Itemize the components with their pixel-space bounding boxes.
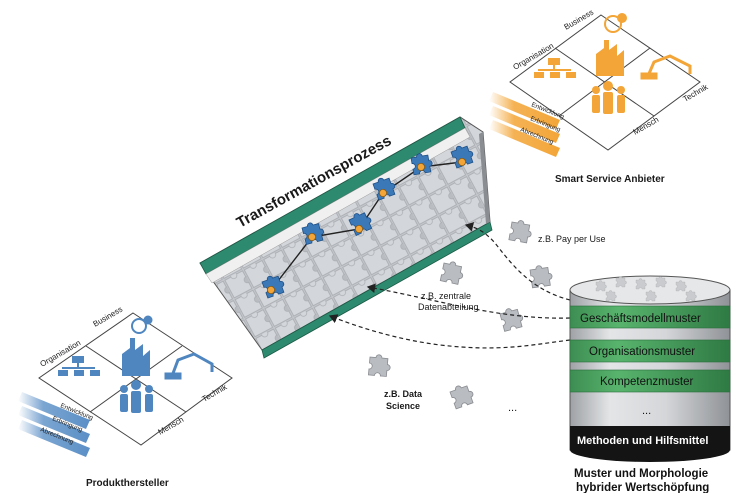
puzzle-piece-icon — [498, 305, 526, 332]
smart-service-matrix — [489, 13, 701, 157]
db-layer-kompetenzmuster: Kompetenzmuster — [600, 376, 693, 388]
puzzle-piece-icon — [448, 381, 477, 410]
factory-icon — [596, 13, 627, 76]
pattern-database — [569, 275, 731, 462]
db-caption-line1: Muster und Morphologie — [574, 468, 708, 480]
db-layer-ellipsis: ... — [642, 405, 651, 417]
example-datenabteilung-line2: Datenabteilung — [418, 302, 479, 312]
db-caption-line2: hybrider Wertschöpfung — [576, 482, 709, 493]
puzzle-piece-icon — [529, 263, 554, 289]
db-layer-geschaeftsmodellmuster: Geschäftsmodellmuster — [580, 313, 701, 325]
caption-smart-service: Smart Service Anbieter — [555, 174, 665, 185]
puzzle-piece-icon — [367, 353, 392, 378]
people-icon — [592, 81, 625, 114]
org-chart-icon — [58, 356, 100, 376]
process-layers — [489, 92, 560, 157]
puzzle-piece-icon — [508, 218, 534, 244]
caption-produkthersteller: Produkthersteller — [86, 478, 169, 489]
robot-arm-icon — [164, 352, 214, 380]
process-layers — [18, 392, 90, 457]
example-datenabteilung-line1: z.B. zentrale — [421, 291, 471, 301]
org-chart-icon — [534, 58, 576, 78]
example-ellipsis: ... — [508, 402, 517, 414]
puzzle-piece-icon — [439, 259, 466, 286]
db-layer-organisationsmuster: Organisationsmuster — [589, 346, 695, 358]
db-footer-methoden: Methoden und Hilfsmittel — [577, 435, 708, 447]
transformation-path — [260, 142, 477, 299]
produkthersteller-matrix — [18, 312, 233, 457]
example-pay-per-use: z.B. Pay per Use — [538, 234, 606, 244]
people-icon — [120, 380, 153, 413]
factory-icon — [122, 315, 153, 376]
example-data-science-line2: Science — [386, 401, 420, 411]
robot-arm-icon — [640, 54, 692, 80]
dashed-arrows — [328, 222, 571, 349]
example-data-science-line1: z.B. Data — [384, 389, 423, 399]
